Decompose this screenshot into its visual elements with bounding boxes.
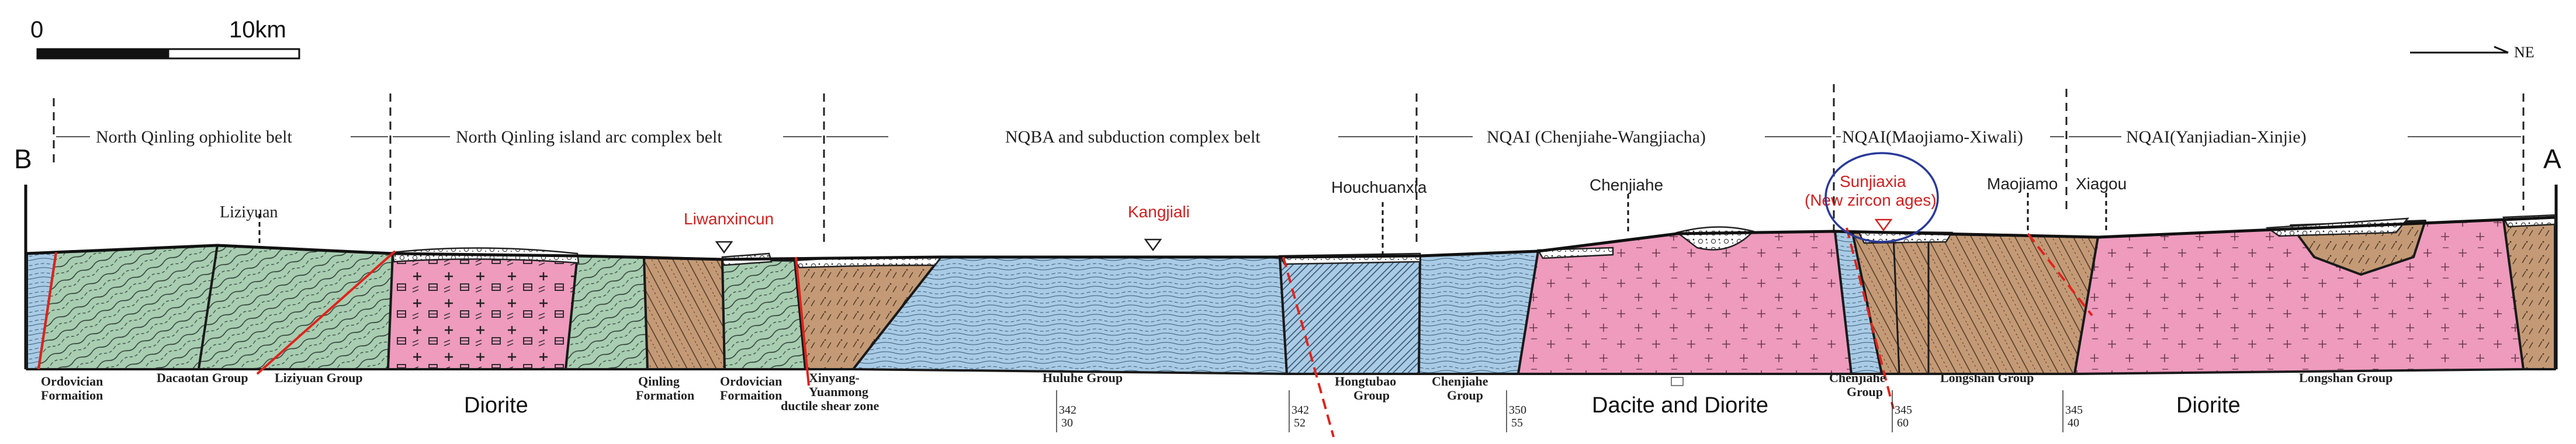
small-symbol	[1671, 377, 1684, 386]
place-xiagou: Xiagou	[2076, 175, 2127, 193]
unit-label: Chenjiahe	[1829, 370, 1886, 385]
unit-label: Formation	[636, 388, 694, 403]
belt-label: North Qinling ophiolite belt	[96, 127, 292, 147]
fault-line	[2027, 233, 2093, 317]
ordovician-unit	[37, 244, 219, 370]
unit-label: Ordovician	[720, 374, 782, 388]
place-sunjiaxia-note: (New zircon ages)	[1805, 191, 1937, 209]
section-end-left: B	[14, 144, 32, 174]
diorite-intrusion-left	[387, 252, 579, 370]
belt-label: NQAI(Yanjiadian-Xinjie)	[2126, 127, 2307, 147]
north-east-arrow: NE	[2410, 44, 2535, 61]
place-labels: Liziyuan Houchuanxia Chenjiahe Maojiamo …	[220, 175, 2127, 221]
dip-value: 30	[1061, 417, 1073, 429]
belt-label: NQBA and subduction complex belt	[1005, 127, 1261, 147]
sample-triangle	[1874, 218, 1893, 232]
belt-label: NQAI (Chenjiahe-Wangjiacha)	[1487, 127, 1706, 147]
fault-line	[37, 252, 57, 370]
section-end-right: A	[2543, 144, 2561, 174]
rock-units	[26, 216, 2556, 375]
attitude-values: 342 30 342 52 350 55 345 60 345 40	[1059, 404, 2083, 429]
unit-label: Huluhe Group	[1043, 370, 1123, 385]
strike-value: 342	[1059, 404, 1076, 417]
contact-line	[1892, 235, 1930, 374]
belt-label: NQAI(Maojiamo-Xiwali)	[1842, 127, 2023, 147]
scale-end-label: 10km	[229, 17, 286, 43]
place-liwanxincun: Liwanxincun	[684, 210, 774, 228]
unit-label: Longshan Group	[1940, 370, 2034, 385]
direction-label: NE	[2514, 44, 2535, 61]
rock-label-diorite: Diorite	[464, 393, 528, 418]
rock-label-dacite-diorite: Dacite and Diorite	[1592, 393, 1768, 418]
highlight-labels: Liwanxincun Kangjiali Sunjiaxia (New zir…	[684, 172, 1937, 228]
place-kangjiali: Kangjiali	[1128, 203, 1190, 221]
unit-label: Liziyuan Group	[275, 370, 363, 385]
scale-start-label: 0	[30, 17, 43, 43]
sample-site-markers	[715, 218, 1893, 254]
unit-label: Ordovician	[41, 374, 103, 388]
dip-value: 55	[1511, 417, 1523, 429]
formation-labels: Ordovician Formaition Dacaotan Group Liz…	[41, 370, 2393, 413]
qinling-unit	[643, 256, 726, 370]
unit-label: Formaition	[41, 388, 103, 403]
dip-value: 60	[1897, 417, 1909, 429]
strike-value: 345	[1895, 404, 1912, 417]
fault-line	[795, 256, 810, 386]
place-maojiamo: Maojiamo	[1987, 175, 2058, 193]
diorite-intrusion-right	[2073, 218, 2525, 375]
place-houchuanxia: Houchuanxia	[1331, 178, 1427, 196]
dacaotan-unit	[198, 244, 394, 370]
unit-label: Chenjiahe	[1432, 374, 1488, 388]
highlight-circle	[1824, 152, 1939, 243]
unit-label: Dacaotan Group	[157, 370, 248, 385]
unit-label: Group	[1353, 388, 1390, 403]
ordovician-unit-mid	[721, 258, 806, 370]
place-liziyuan: Liziyuan	[220, 203, 278, 221]
fault-line	[1846, 227, 1895, 410]
attitude-ticks	[1056, 390, 2063, 432]
unit-label: Hongtubao	[1335, 374, 1396, 388]
place-sunjiaxia: Sunjiaxia	[1840, 172, 1906, 190]
fault-lines	[37, 227, 2093, 438]
belt-label: North Qinling island arc complex belt	[456, 127, 722, 147]
fault-line	[1282, 256, 1335, 438]
strike-value: 345	[2065, 404, 2083, 417]
belt-label-row: North Qinling ophiolite belt North Qinli…	[56, 127, 2521, 147]
unit-label: ductile shear zone	[781, 398, 879, 413]
unit-label: Qinling	[638, 374, 680, 388]
unit-label: Formaition	[720, 388, 782, 403]
unit-label: Longshan Group	[2299, 370, 2393, 385]
belt-boundaries	[53, 84, 2525, 245]
fault-line	[256, 250, 396, 375]
longshan-unit	[1851, 231, 2099, 375]
sample-triangle	[1144, 238, 1162, 252]
green-unit	[565, 255, 649, 370]
dip-value: 52	[1294, 417, 1306, 429]
hongtubao-unit	[1279, 255, 1421, 375]
unit-label: Yuanmong	[809, 384, 868, 399]
place-markers	[258, 193, 2107, 255]
topographic-surface	[25, 216, 2556, 261]
scale-bar: 0 10km	[30, 17, 300, 60]
unit-label: Xinyang-	[809, 370, 860, 385]
sample-triangle	[715, 241, 733, 254]
unit-label: Group	[1847, 384, 1883, 399]
strike-value: 342	[1292, 404, 1309, 417]
place-chenjiahe: Chenjiahe	[1590, 176, 1663, 194]
rock-labels: Diorite Dacite and Diorite Diorite	[464, 393, 2241, 418]
strike-value: 350	[1509, 404, 1526, 417]
unit-label: Group	[1447, 388, 1483, 403]
dip-value: 40	[2068, 417, 2079, 429]
rock-label-diorite: Diorite	[2176, 393, 2241, 418]
